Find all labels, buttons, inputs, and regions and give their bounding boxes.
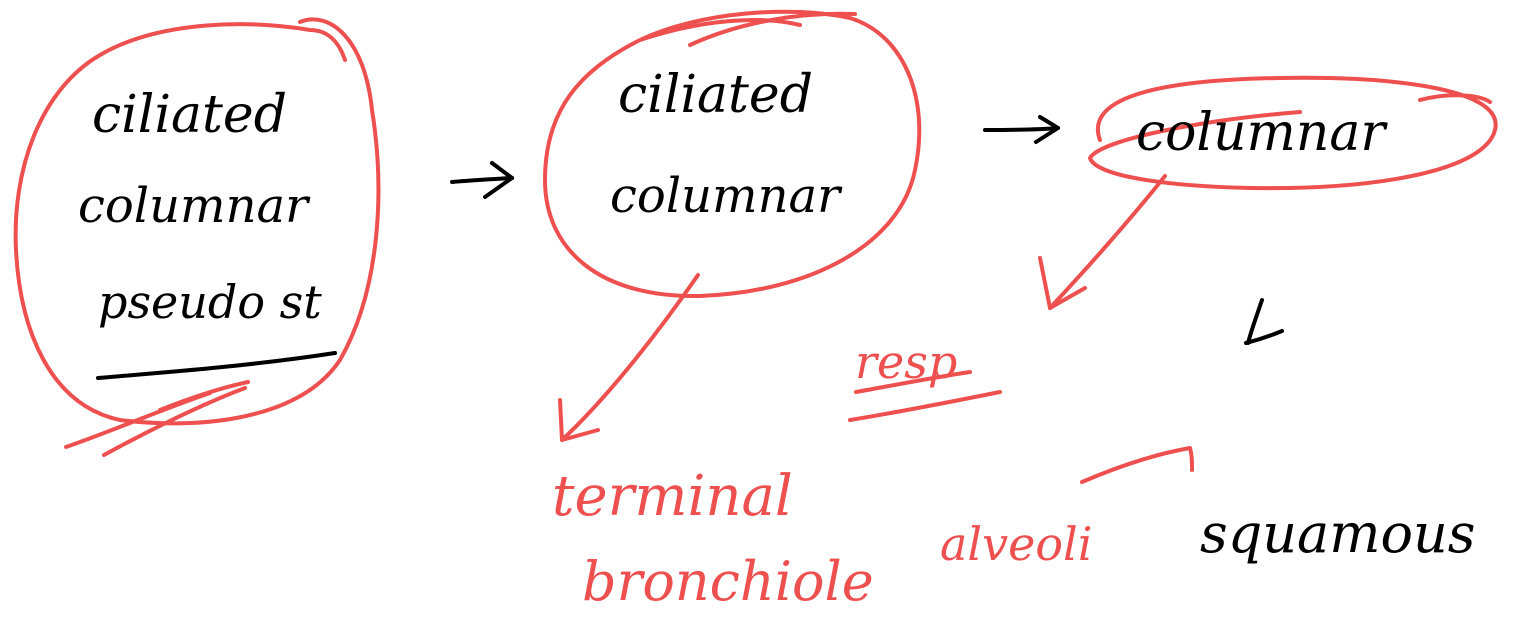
arrow2-head [1034, 115, 1060, 144]
arrow-to-terminal-bronchiole [558, 273, 700, 442]
annotation-bronchiole: bronchiole [582, 550, 874, 613]
node-ciliated-columnar-pseudostratified: ciliated columnar pseudo st [13, 17, 381, 457]
circle-node2 [543, 9, 922, 299]
annotation-resp: resp [855, 335, 957, 389]
node-columnar: columnar [1088, 75, 1498, 191]
resp-underline-1 [854, 370, 972, 394]
circle-node3 [1088, 75, 1498, 191]
annotation-terminal: terminal [552, 464, 793, 529]
arrow5-shaft [1246, 298, 1264, 345]
node1-line3: pseudo st [98, 275, 322, 329]
node1-line2: columnar [78, 178, 311, 234]
arrow1-head [483, 161, 514, 199]
arrow-down-to-squamous [1244, 298, 1284, 345]
node4-line1: squamous [1200, 502, 1475, 565]
node3-line1: columnar [1136, 103, 1388, 163]
arrow4-shaft [1048, 174, 1167, 310]
node1-strike-c [158, 380, 250, 412]
node-ciliated-columnar: ciliated columnar [543, 9, 922, 299]
arrow1-shaft [450, 176, 514, 184]
arrow-to-resp [1038, 174, 1167, 310]
annotation-alveoli: alveoli [940, 517, 1092, 571]
arrow-node1-to-node2 [450, 161, 514, 199]
arrow4-head [1038, 256, 1087, 310]
node1-line1: ciliated [92, 85, 287, 145]
resp-underline-2 [848, 390, 1002, 422]
node1-underline [96, 351, 337, 380]
node2-line1: ciliated [618, 65, 813, 125]
arrow5-head [1244, 329, 1284, 345]
arrow3-head [558, 398, 600, 442]
node3-top-scribble [1418, 93, 1492, 104]
node1-strike-b [102, 386, 247, 457]
alveoli-link [1080, 446, 1194, 484]
node2-line2: columnar [610, 168, 843, 224]
arrow2-shaft [983, 126, 1060, 132]
arrow-node2-to-node3 [983, 115, 1060, 144]
circle-node1 [13, 17, 381, 426]
arrow3-shaft [560, 273, 700, 442]
node2-top-scribble [688, 11, 857, 47]
